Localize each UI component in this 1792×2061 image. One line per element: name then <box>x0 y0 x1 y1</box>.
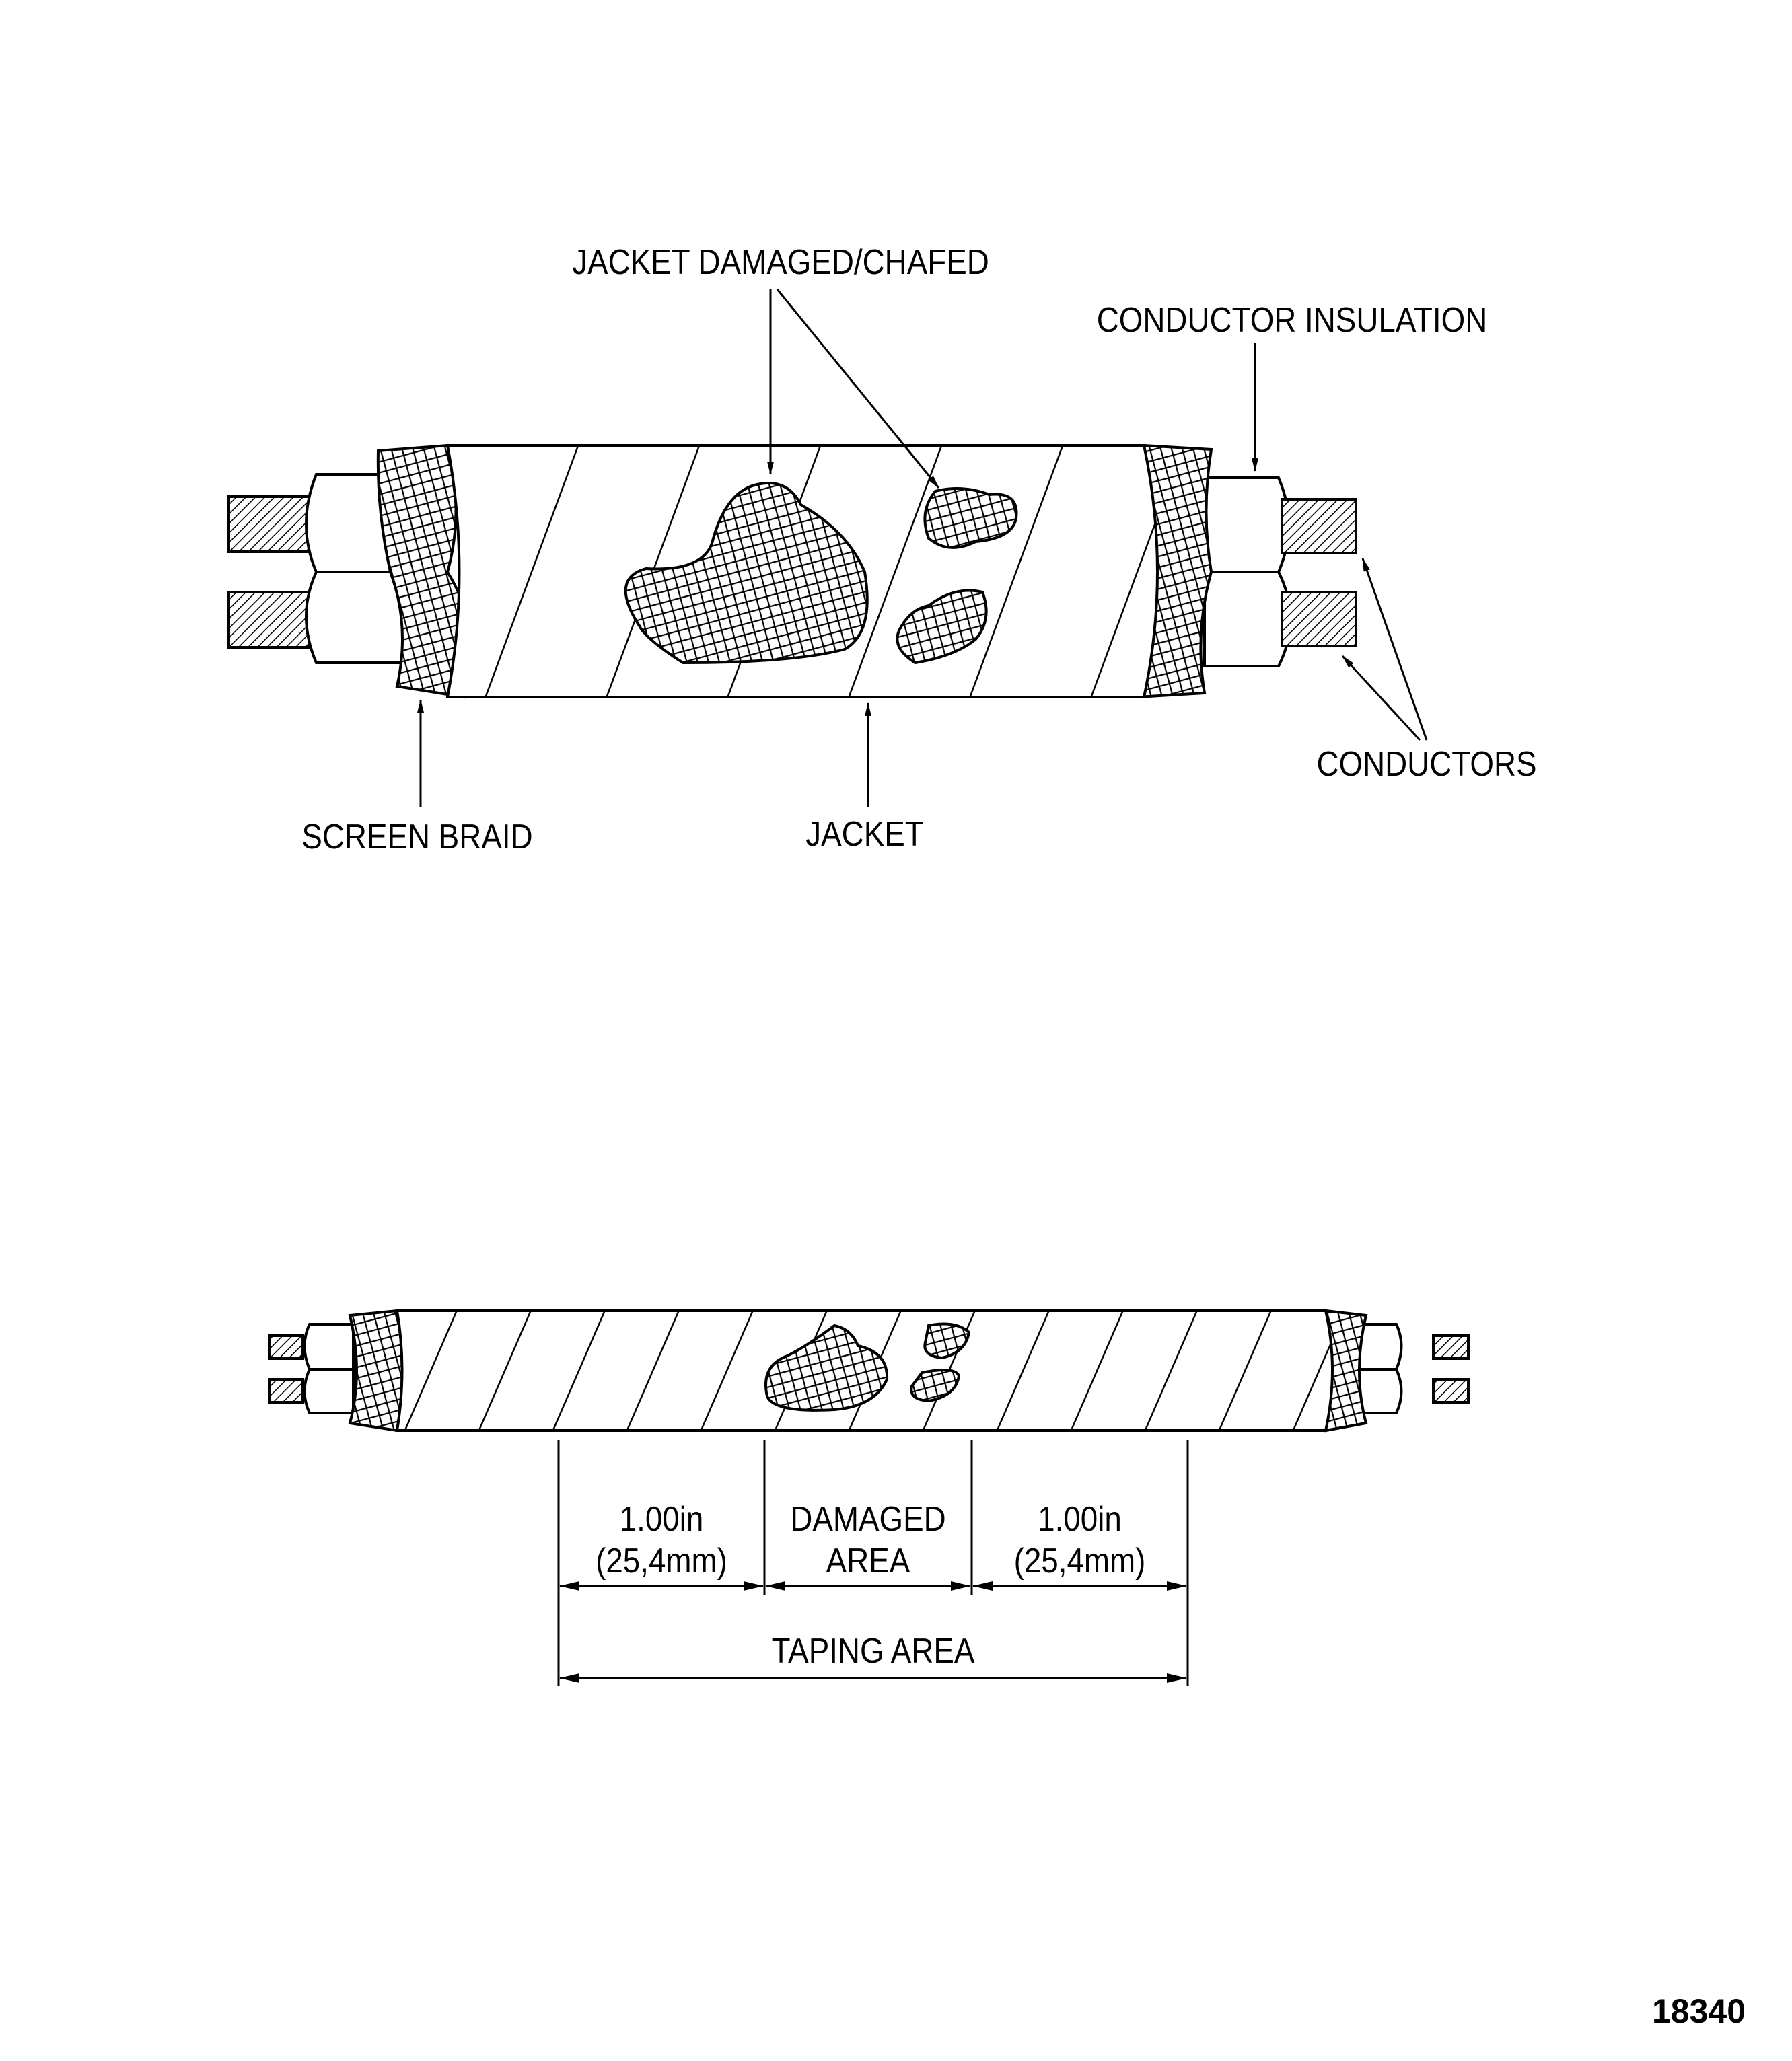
dim-damaged-line1: DAMAGED <box>790 1500 946 1539</box>
damage-patch-upper <box>923 487 1018 549</box>
figure-number: 18340 <box>1652 1992 1746 2030</box>
label-screen-braid: SCREEN BRAID <box>301 818 533 857</box>
b-damage-patch-upper <box>923 1322 971 1360</box>
top-cable <box>227 443 1357 699</box>
b-damage-patch-lower <box>910 1369 961 1403</box>
dim-right-line2: (25,4mm) <box>1013 1542 1146 1581</box>
b-left-conductor-lower <box>268 1378 304 1404</box>
dim-damaged-line2: AREA <box>826 1542 910 1581</box>
dim-left-line2: (25,4mm) <box>596 1542 727 1581</box>
right-conductor-upper <box>1281 498 1357 554</box>
label-conductor-insulation: CONDUCTOR INSULATION <box>1096 301 1488 340</box>
b-damage-patch-large <box>764 1324 889 1412</box>
dim-taping-area: TAPING AREA <box>771 1632 975 1671</box>
right-insulation-upper <box>1203 476 1290 573</box>
b-left-screen-braid <box>348 1309 404 1433</box>
right-conductor-lower <box>1281 591 1357 647</box>
b-right-conductor-lower <box>1432 1378 1470 1404</box>
left-conductor-upper <box>227 495 311 553</box>
left-conductor-lower <box>227 591 311 649</box>
label-jacket: JACKET <box>805 815 924 854</box>
dim-left-line1: 1.00in <box>619 1500 704 1539</box>
top-leader-lines <box>417 289 1428 807</box>
label-jacket-damaged: JACKET DAMAGED/CHAFED <box>572 243 989 282</box>
label-conductors: CONDUCTORS <box>1316 745 1537 784</box>
damage-patch-large <box>624 482 869 665</box>
damage-patch-lower <box>896 589 988 665</box>
b-right-conductor-upper <box>1432 1334 1470 1360</box>
right-insulation-lower <box>1203 571 1292 667</box>
dimension-lines <box>557 1440 1189 1686</box>
dim-right-line1: 1.00in <box>1038 1500 1122 1539</box>
bottom-cable <box>268 1309 1470 1433</box>
left-insulation-lower <box>305 571 405 664</box>
b-left-conductor-upper <box>268 1334 304 1360</box>
